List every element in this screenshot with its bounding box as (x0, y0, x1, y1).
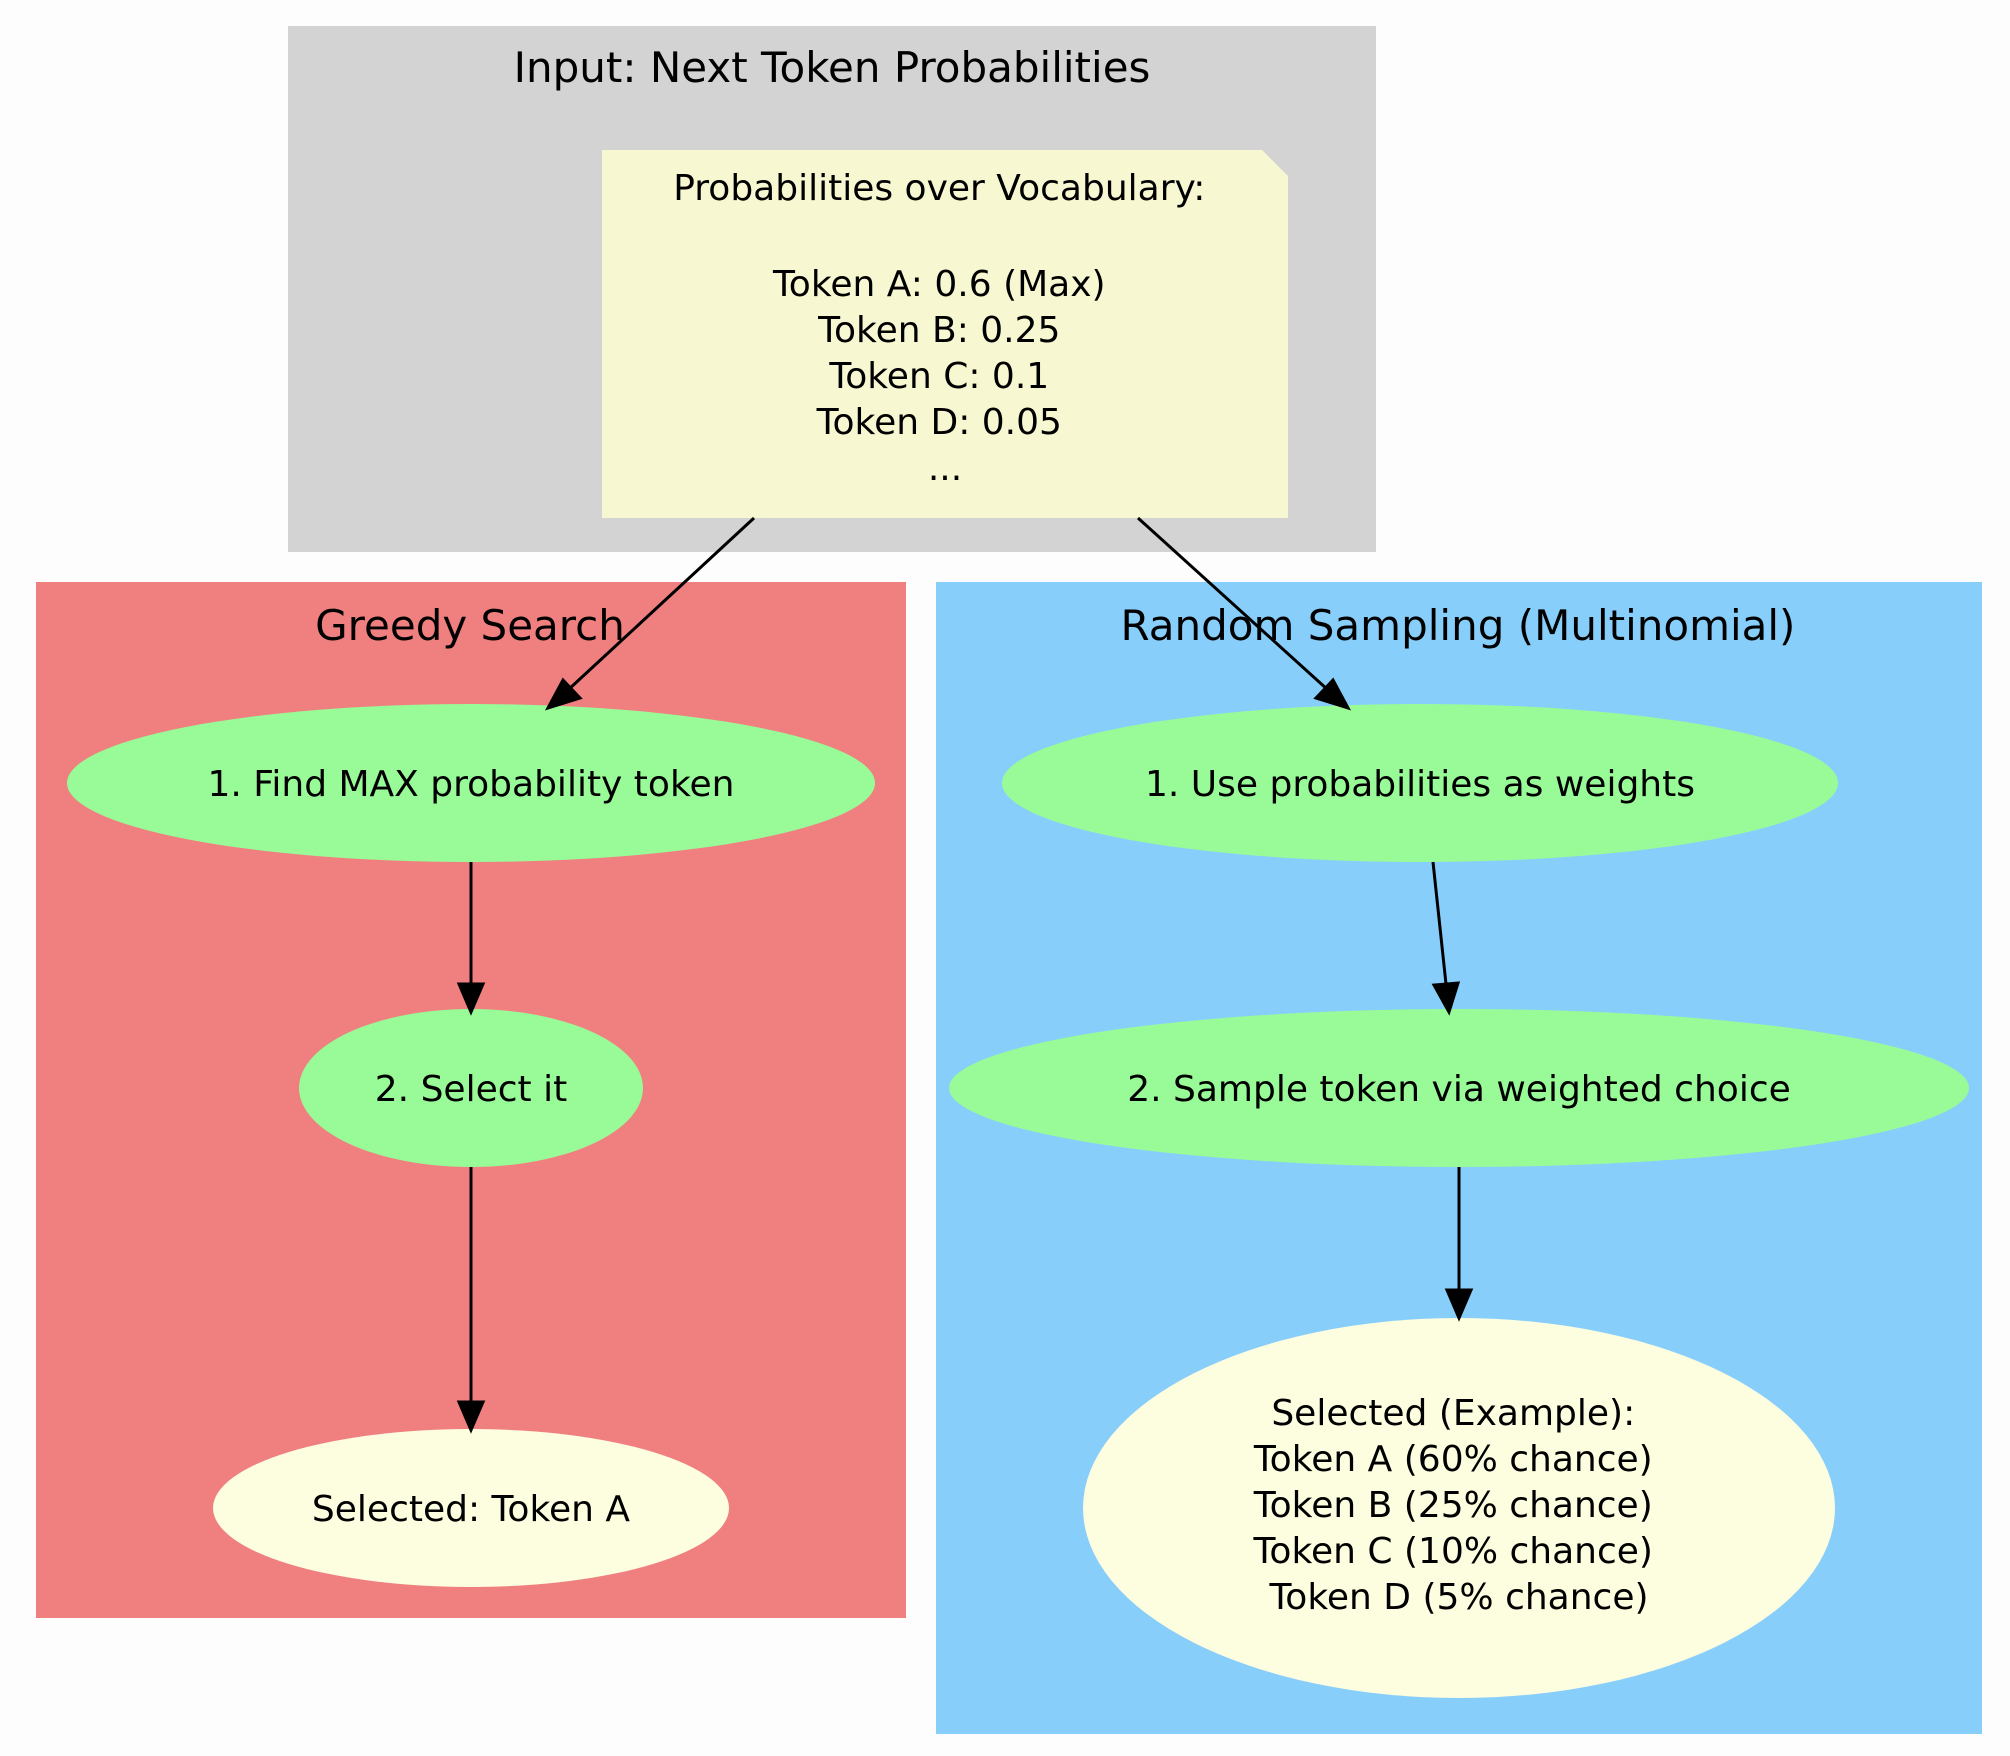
greedy-result-label: Selected: Token A (312, 1489, 631, 1530)
sampling-step1-ellipse (1002, 704, 1838, 862)
sampling-result-ellipse (1083, 1318, 1835, 1698)
probabilities-line: Token D: 0.05 (816, 402, 1062, 443)
arrowhead (456, 982, 486, 1016)
sampling-step2-label: 2. Sample token via weighted choice (1127, 1069, 1791, 1110)
greedy-step1-label: 1. Find MAX probability token (208, 764, 735, 805)
sampling-step1-node: 1. Use probabilities as weights (1002, 704, 1838, 862)
arrowhead (1444, 1288, 1474, 1322)
sampling-step2-ellipse (949, 1009, 1969, 1167)
greedy-step2-node: 2. Select it (299, 1009, 643, 1167)
edge-greedy-step1-to-step2 (456, 862, 486, 1016)
sampling-result-line: Token D (5% chance) (1268, 1577, 1648, 1618)
sampling-result-line: Token B (25% chance) (1253, 1485, 1653, 1526)
note-shape (602, 150, 1288, 518)
edge-line (566, 516, 756, 692)
edge-prob-to-greedy (544, 516, 756, 711)
greedy-result-node: Selected: Token A (213, 1429, 729, 1587)
greedy-step1-ellipse (67, 704, 875, 862)
greedy-step2-label: 2. Select it (375, 1069, 567, 1110)
arrowhead (544, 677, 583, 711)
greedy-result-ellipse (213, 1429, 729, 1587)
sampling-step1-label: 1. Use probabilities as weights (1145, 764, 1695, 805)
sampling-result-line: Token C (10% chance) (1253, 1531, 1653, 1572)
probabilities-line: Probabilities over Vocabulary: (673, 168, 1205, 209)
probabilities-line: Token B: 0.25 (817, 310, 1060, 351)
probabilities-line: Token C: 0.1 (828, 356, 1049, 397)
greedy-step1-node: 1. Find MAX probability token (67, 704, 875, 862)
sampling-result-node: Selected (Example): Token A (60% chance)… (1083, 1318, 1835, 1698)
probabilities-note-node: Probabilities over Vocabulary: Token A: … (602, 150, 1288, 518)
arrowhead (456, 1400, 486, 1434)
sampling-result-text: Selected (Example): Token A (60% chance)… (1253, 1393, 1665, 1618)
probabilities-text: Probabilities over Vocabulary: Token A: … (673, 168, 1217, 489)
greedy-step2-ellipse (299, 1009, 643, 1167)
sampling-result-line: Token A (60% chance) (1253, 1439, 1653, 1480)
arrowhead (1431, 981, 1461, 1016)
note-fold (1261, 150, 1288, 177)
edge-prob-to-sampling (1136, 516, 1352, 711)
edge-line (1431, 861, 1448, 985)
arrowhead (1313, 677, 1352, 711)
greedy-cluster-title: Greedy Search (315, 601, 625, 650)
sampling-result-line: Selected (Example): (1271, 1393, 1635, 1434)
edge-sampling-step2-to-result (1444, 1167, 1474, 1322)
probabilities-line: Token A: 0.6 (Max) (772, 264, 1106, 305)
input-cluster-title: Input: Next Token Probabilities (514, 43, 1151, 92)
probabilities-line: ... (928, 448, 962, 489)
edge-line (1136, 516, 1330, 692)
sampling-cluster-title: Random Sampling (Multinomial) (1121, 601, 1796, 650)
edge-sampling-step1-to-step2 (1431, 861, 1461, 1016)
sampling-step2-node: 2. Sample token via weighted choice (949, 1009, 1969, 1167)
edge-greedy-step2-to-result (456, 1167, 486, 1434)
